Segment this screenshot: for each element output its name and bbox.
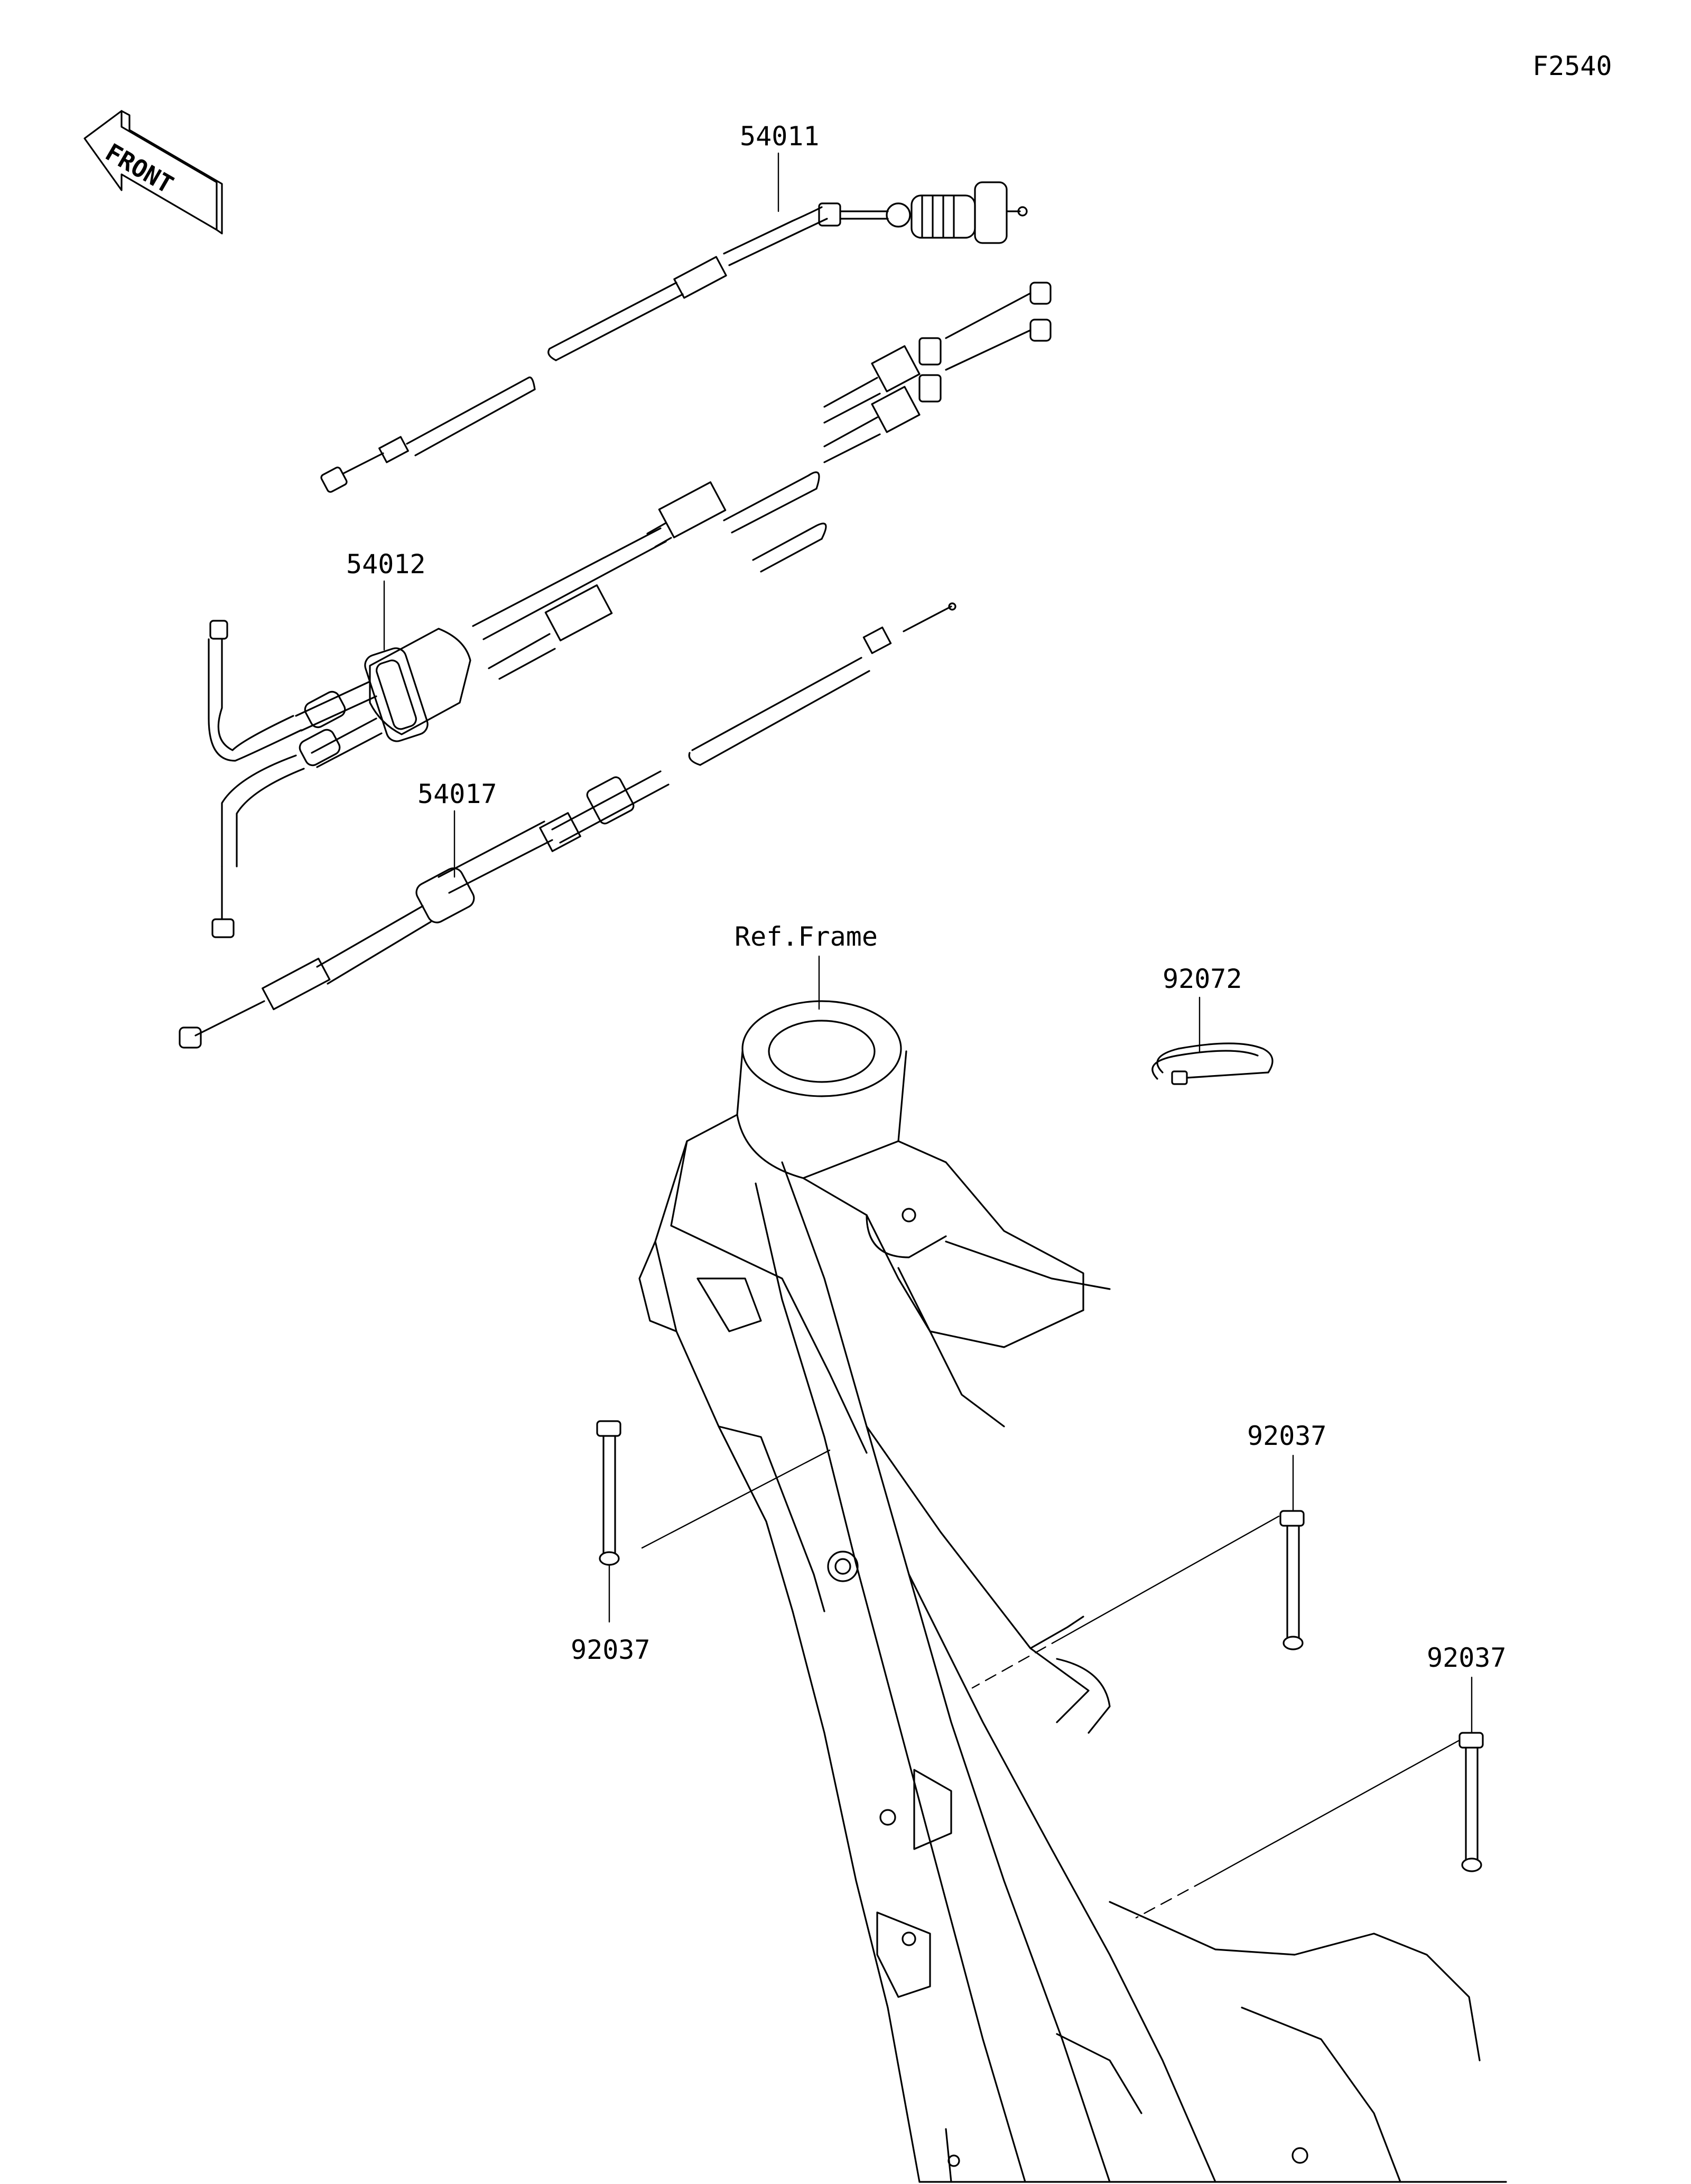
- band-clamp-92072: [1151, 1042, 1274, 1085]
- part-number-92037-right-upper: 92037: [1247, 1421, 1327, 1451]
- part-number-92072: 92072: [1163, 964, 1242, 994]
- throttle-cables: [208, 282, 1052, 938]
- front-arrow-label: FRONT: [101, 138, 179, 199]
- part-number-54011: 54011: [740, 121, 820, 152]
- clamp-92037-left: [596, 1420, 831, 1566]
- part-number-54017: 54017: [417, 779, 497, 809]
- diagram-code: F2540: [1532, 51, 1612, 81]
- reference-frame: [638, 1000, 1507, 2183]
- clutch-cable: [179, 602, 956, 1049]
- part-number-92037-right-lower: 92037: [1427, 1642, 1507, 1673]
- part-number-92037-left: 92037: [571, 1635, 651, 1665]
- ref-frame-label: Ref.Frame: [735, 921, 878, 952]
- clamp-92037-right-lower: [1135, 1732, 1484, 1919]
- clamp-92037-right-upper: [971, 1510, 1305, 1689]
- part-number-54012: 54012: [346, 549, 426, 580]
- accel-cable: [320, 181, 1028, 493]
- front-arrow-icon: FRONT: [83, 110, 223, 235]
